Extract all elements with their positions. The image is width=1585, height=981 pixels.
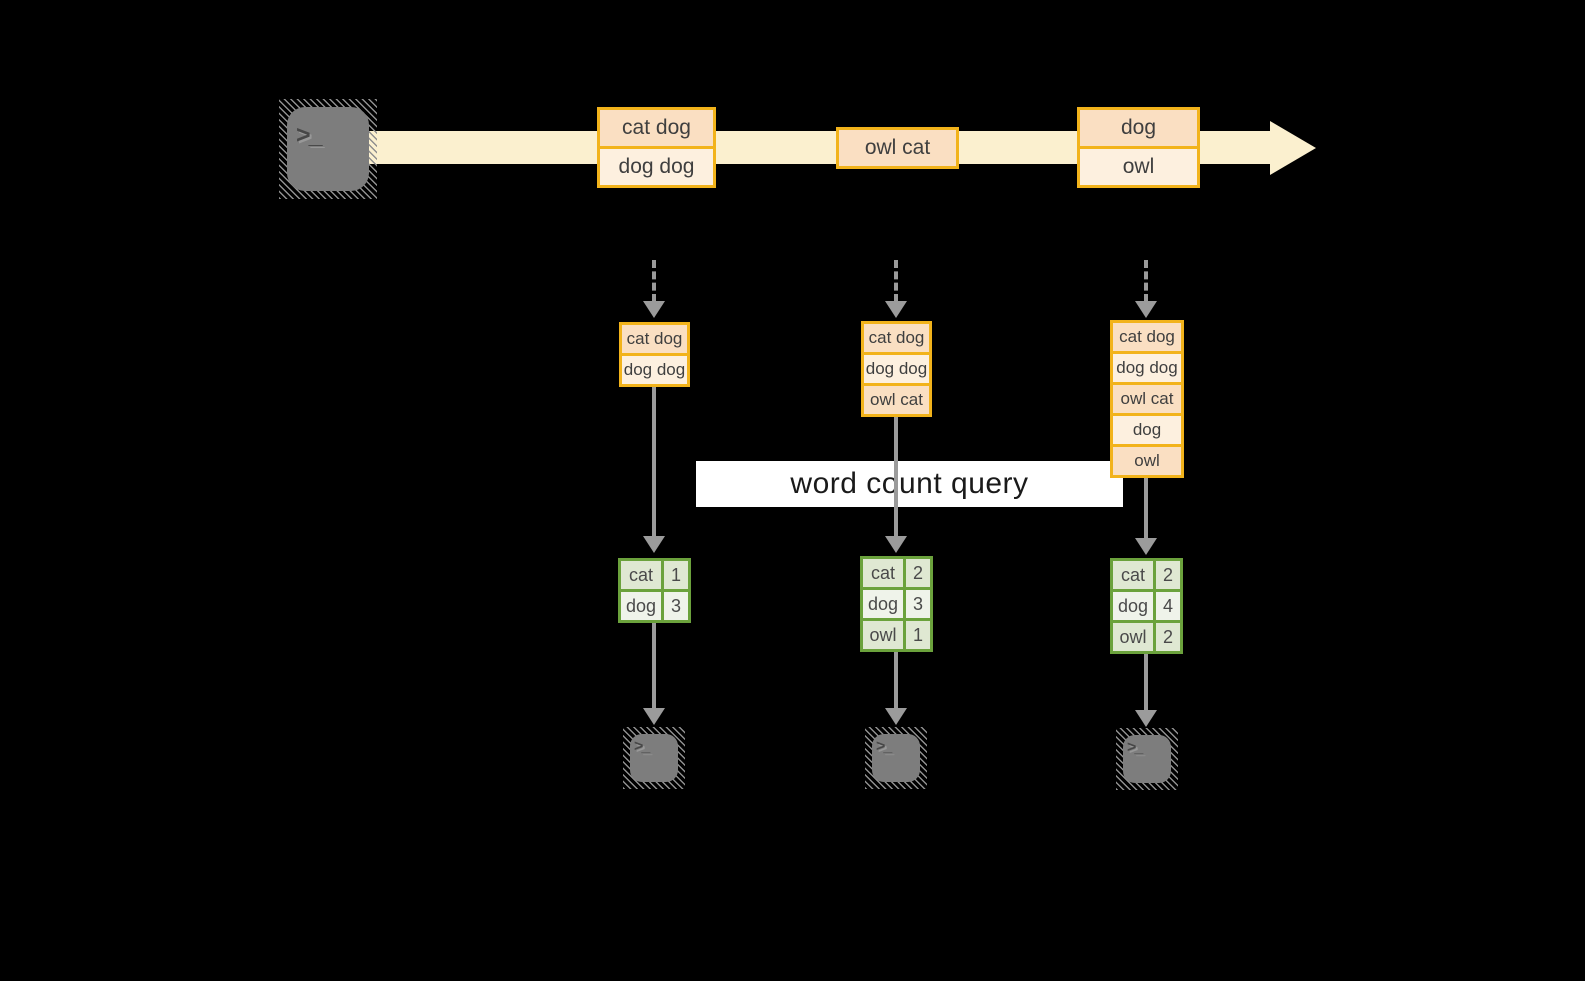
terminal-prompt-glyph: >_ — [634, 738, 650, 755]
arrowhead — [885, 536, 907, 553]
queue-stack-1: cat dog dog dog — [619, 322, 690, 387]
table-row: dog 3 — [621, 589, 688, 620]
count-cell: 3 — [903, 590, 930, 618]
table-row: cat 1 — [621, 561, 688, 589]
stream-event-box-1: cat dog dog dog — [597, 107, 716, 188]
count-table-3: cat 2 dog 4 owl 2 — [1110, 558, 1183, 654]
event-row: owl cat — [839, 130, 956, 166]
queue-row: cat dog — [1113, 323, 1181, 351]
queue-row: cat dog — [864, 324, 929, 352]
queue-stack-2: cat dog dog dog owl cat — [861, 321, 932, 417]
sink-terminal-icon-3: >_ — [1116, 728, 1178, 790]
event-row: dog dog — [600, 146, 713, 185]
count-table-1: cat 1 dog 3 — [618, 558, 691, 623]
table-row: cat 2 — [1113, 561, 1180, 589]
queue-row: owl — [1113, 444, 1181, 475]
queue-row: dog dog — [622, 353, 687, 384]
arrow-line — [652, 385, 656, 537]
word-cell: dog — [863, 590, 903, 618]
event-row: dog — [1080, 110, 1197, 146]
arrow-line — [652, 623, 656, 709]
event-row: cat dog — [600, 110, 713, 146]
terminal-body — [630, 734, 678, 782]
arrow-line — [894, 652, 898, 709]
dashed-arrowhead — [885, 301, 907, 318]
word-cell: cat — [1113, 561, 1153, 589]
word-cell: owl — [863, 621, 903, 649]
stream-arrowhead — [1270, 121, 1316, 175]
queue-row: dog dog — [864, 352, 929, 383]
dashed-arrowhead — [643, 301, 665, 318]
queue-row: owl cat — [1113, 382, 1181, 413]
event-row: owl — [1080, 146, 1197, 185]
word-cell: owl — [1113, 623, 1153, 651]
queue-stack-3: cat dog dog dog owl cat dog owl — [1110, 320, 1184, 478]
dashed-arrow-line — [1144, 260, 1148, 302]
terminal-body — [1123, 735, 1171, 783]
arrowhead — [643, 708, 665, 725]
table-row: owl 1 — [863, 618, 930, 649]
arrowhead — [643, 536, 665, 553]
word-cell: cat — [621, 561, 661, 589]
count-cell: 2 — [1153, 623, 1180, 651]
terminal-prompt-glyph: >_ — [876, 738, 892, 755]
arrow-line — [1144, 654, 1148, 711]
terminal-body — [287, 107, 369, 191]
word-cell: dog — [621, 592, 661, 620]
table-row: cat 2 — [863, 559, 930, 587]
dashed-arrow-line — [652, 260, 656, 302]
arrow-line — [894, 415, 898, 537]
arrowhead — [1135, 538, 1157, 555]
count-cell: 3 — [661, 592, 688, 620]
word-cell: cat — [863, 559, 903, 587]
sink-terminal-icon-1: >_ — [623, 727, 685, 789]
word-count-query-label: word count query — [696, 461, 1123, 507]
table-row: dog 4 — [1113, 589, 1180, 620]
table-row: dog 3 — [863, 587, 930, 618]
word-cell: dog — [1113, 592, 1153, 620]
sink-terminal-icon-2: >_ — [865, 727, 927, 789]
terminal-prompt-glyph: >_ — [1127, 739, 1143, 756]
count-cell: 1 — [903, 621, 930, 649]
query-label-text: word count query — [790, 467, 1029, 500]
arrowhead — [1135, 710, 1157, 727]
terminal-prompt-glyph: >_ — [296, 121, 322, 149]
source-terminal-icon: >_ — [279, 99, 377, 199]
count-cell: 2 — [1153, 561, 1180, 589]
stream-event-box-2: owl cat — [836, 127, 959, 169]
queue-row: dog dog — [1113, 351, 1181, 382]
queue-row: dog — [1113, 413, 1181, 444]
queue-row: cat dog — [622, 325, 687, 353]
stream-event-box-3: dog owl — [1077, 107, 1200, 188]
dashed-arrowhead — [1135, 301, 1157, 318]
terminal-body — [872, 734, 920, 782]
count-cell: 2 — [903, 559, 930, 587]
count-table-2: cat 2 dog 3 owl 1 — [860, 556, 933, 652]
arrow-line — [1144, 476, 1148, 539]
count-cell: 4 — [1153, 592, 1180, 620]
dashed-arrow-line — [894, 260, 898, 302]
queue-row: owl cat — [864, 383, 929, 414]
table-row: owl 2 — [1113, 620, 1180, 651]
count-cell: 1 — [661, 561, 688, 589]
arrowhead — [885, 708, 907, 725]
